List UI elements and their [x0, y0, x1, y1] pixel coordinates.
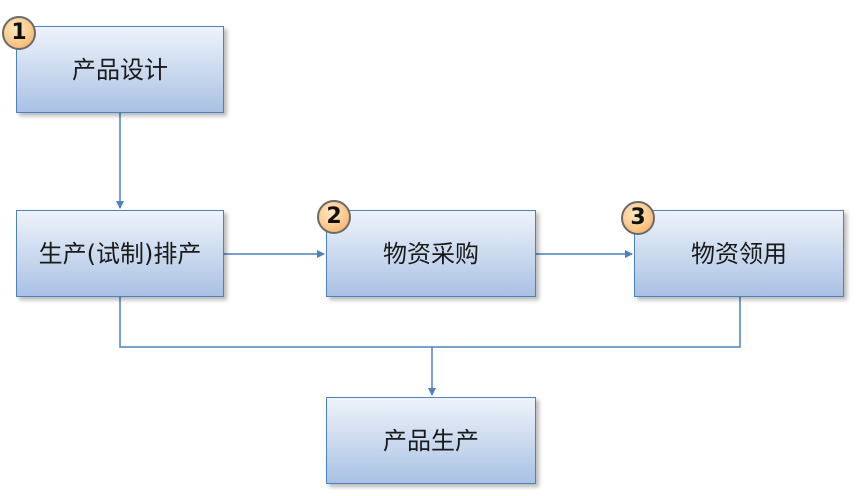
- node-production-scheduling: 生产(试制)排产: [16, 210, 224, 297]
- node-product-design-label: 产品设计: [72, 55, 168, 84]
- connector-schedule-to-merge: [119, 297, 432, 348]
- node-material-purchase-label: 物资采购: [383, 239, 479, 268]
- node-product-production: 产品生产: [326, 397, 536, 484]
- step-badge-1: 1: [2, 16, 36, 50]
- step-badge-3: 3: [621, 201, 655, 235]
- node-material-requisition: 物资领用: [634, 210, 844, 297]
- node-product-design: 产品设计: [16, 26, 224, 113]
- node-material-requisition-label: 物资领用: [691, 239, 787, 268]
- node-material-purchase: 物资采购: [326, 210, 536, 297]
- connector-requisition-to-merge: [432, 297, 741, 348]
- node-product-production-label: 产品生产: [383, 426, 479, 455]
- node-production-scheduling-label: 生产(试制)排产: [38, 239, 202, 268]
- step-badge-2: 2: [317, 200, 351, 234]
